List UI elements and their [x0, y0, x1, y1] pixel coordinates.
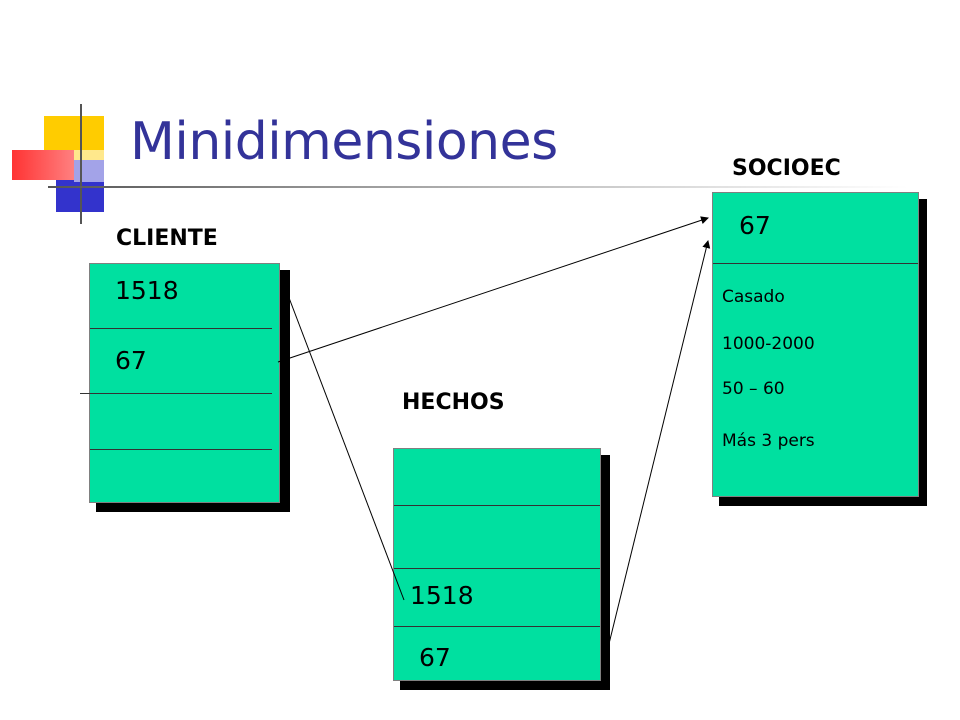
- arrow-hechos-to-cliente: [281, 281, 405, 601]
- cliente-row-67: 67: [115, 346, 147, 375]
- socioec-attr-familia: Más 3 pers: [722, 431, 815, 451]
- socioec-divider: [713, 263, 918, 264]
- hechos-row-67: 67: [419, 643, 451, 672]
- cliente-divider-3: [90, 449, 272, 450]
- socioec-key-67: 67: [739, 211, 771, 240]
- logo-blue-fade: [74, 150, 104, 182]
- socioec-table: 67 Casado 1000-2000 50 – 60 Más 3 pers: [712, 192, 919, 497]
- cliente-divider-1: [90, 328, 272, 329]
- hechos-divider-2: [394, 568, 600, 569]
- cliente-row-1518: 1518: [115, 276, 179, 305]
- cliente-divider-2: [80, 393, 272, 394]
- socioec-attr-edad: 50 – 60: [722, 379, 785, 399]
- hechos-label: HECHOS: [402, 390, 505, 415]
- cliente-table: 1518 67: [80, 263, 280, 503]
- hechos-divider-1: [394, 505, 600, 506]
- hechos-row-1518: 1518: [410, 581, 474, 610]
- title-underline: [48, 186, 908, 188]
- logo-vertical-line: [80, 104, 82, 224]
- socioec-attr-ingresos: 1000-2000: [722, 334, 815, 354]
- socioec-attr-estado: Casado: [722, 287, 785, 307]
- socioec-label: SOCIOEC: [732, 156, 841, 181]
- hechos-table: 1518 67: [393, 448, 601, 681]
- cliente-label: CLIENTE: [116, 226, 218, 251]
- arrow-hechos-to-socioec: [604, 240, 711, 661]
- logo-red-square: [12, 150, 74, 180]
- arrow-cliente-to-socioec: [277, 216, 709, 363]
- hechos-divider-3: [394, 626, 600, 627]
- slide-title: Minidimensiones: [130, 112, 558, 172]
